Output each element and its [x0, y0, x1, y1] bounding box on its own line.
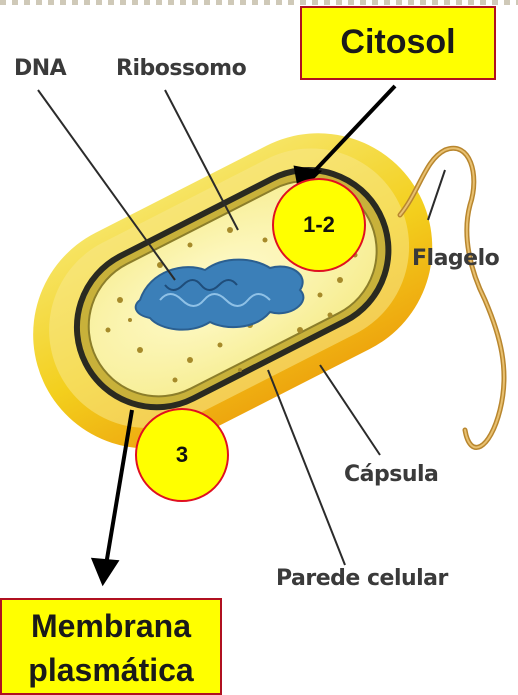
- label-ribossomo: Ribossomo: [116, 56, 246, 81]
- callout-membrana-line2: plasmática: [2, 648, 220, 692]
- marker-1-2: 1-2: [272, 178, 366, 272]
- label-capsula: Cápsula: [344, 462, 438, 487]
- callout-membrana-line1: Membrana: [2, 604, 220, 648]
- callout-membrana-plasmatica: Membrana plasmática: [0, 598, 222, 695]
- label-parede-celular: Parede celular: [276, 566, 448, 591]
- label-dna: DNA: [14, 56, 66, 81]
- callout-citosol: Citosol: [300, 6, 496, 80]
- label-flagelo: Flagelo: [412, 246, 499, 271]
- marker-3: 3: [135, 408, 229, 502]
